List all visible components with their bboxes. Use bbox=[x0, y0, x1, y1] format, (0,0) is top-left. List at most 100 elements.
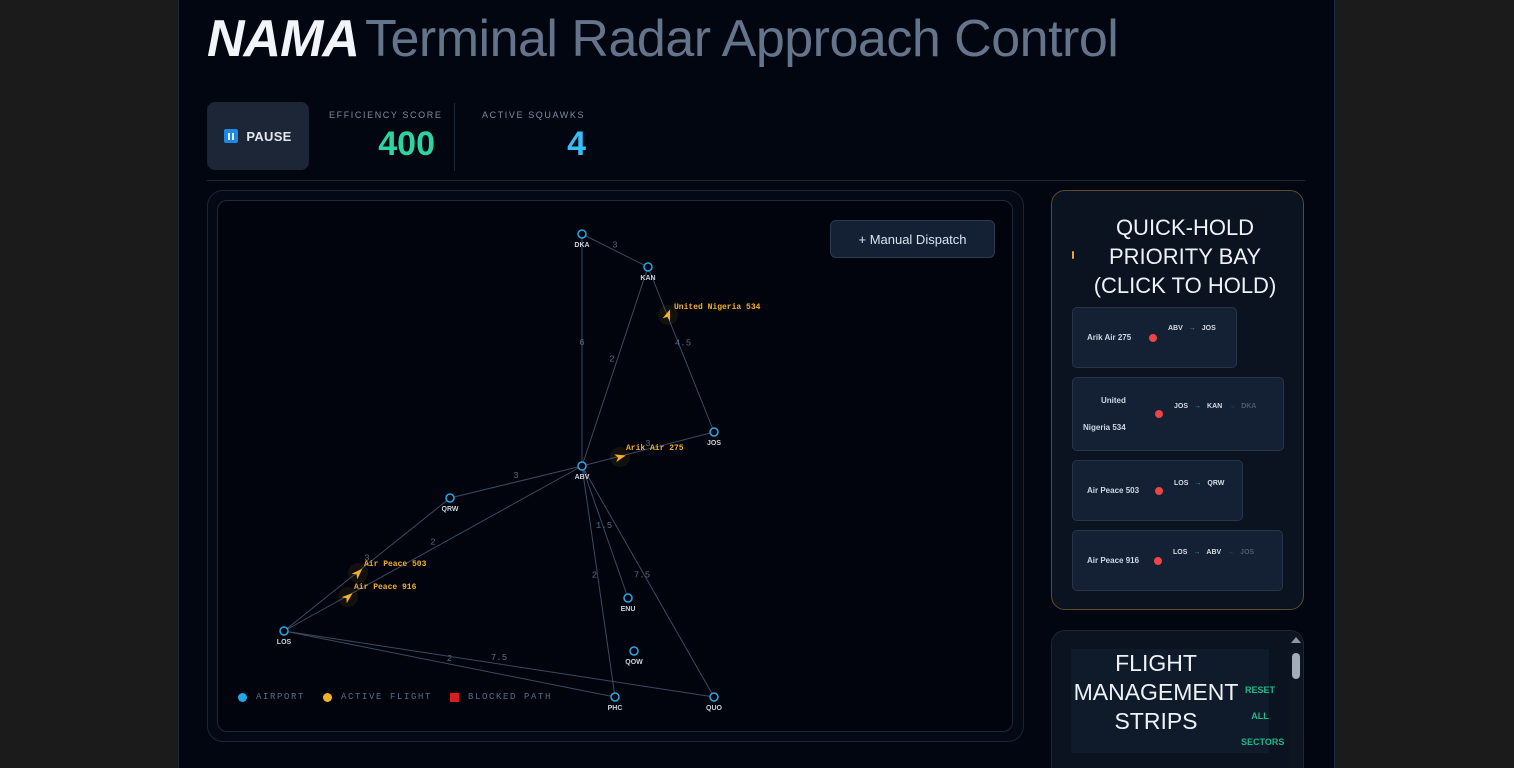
airport-node[interactable] bbox=[629, 646, 639, 656]
route-line bbox=[581, 465, 629, 599]
flight-label: Air Peace 916 bbox=[354, 583, 417, 592]
airport-node[interactable] bbox=[445, 493, 455, 503]
status-dot-icon bbox=[1154, 557, 1162, 565]
route-line bbox=[283, 497, 451, 632]
route-line bbox=[581, 465, 715, 698]
manual-dispatch-button[interactable]: + Manual Dispatch bbox=[830, 220, 995, 258]
legend-blocked: BLOCKED PATH bbox=[450, 692, 552, 702]
route-line bbox=[283, 630, 616, 698]
strip-route: ABV → JOS bbox=[1168, 325, 1216, 332]
status-dot-icon bbox=[1155, 410, 1163, 418]
flight-label: Arik Air 275 bbox=[626, 444, 684, 453]
route-weight-label: 2 bbox=[447, 654, 452, 664]
strip-route: JOS → KAN → DKA bbox=[1174, 403, 1257, 410]
pause-button[interactable]: PAUSE bbox=[207, 102, 309, 170]
legend-flight: ACTIVE FLIGHT bbox=[323, 692, 432, 702]
quick-hold-panel: QUICK-HOLD PRIORITY BAY (CLICK TO HOLD) … bbox=[1051, 190, 1304, 610]
route-arrow-icon: → bbox=[1227, 549, 1235, 556]
airport-label: QRW bbox=[442, 506, 459, 513]
status-dot-icon bbox=[1155, 487, 1163, 495]
aircraft-icon[interactable] bbox=[341, 590, 356, 604]
strip-callsign-line1: United bbox=[1101, 396, 1126, 405]
airport-node[interactable] bbox=[610, 692, 620, 702]
airport-label: QOW bbox=[625, 659, 643, 666]
route-weight-label: 4.5 bbox=[675, 339, 691, 349]
hold-strip-air-peace-503[interactable]: Air Peace 503 LOS → QRW bbox=[1072, 460, 1243, 521]
squawks-label: ACTIVE SQUAWKS bbox=[482, 110, 586, 120]
route-weight-label: 2 bbox=[430, 538, 435, 548]
active-squawks: ACTIVE SQUAWKS 4 bbox=[482, 110, 586, 162]
aircraft-icon[interactable] bbox=[614, 452, 627, 463]
flight-label: Air Peace 503 bbox=[364, 560, 427, 569]
airport-label: LOS bbox=[277, 639, 292, 646]
airport-label: PHC bbox=[608, 705, 623, 712]
route-arrow-icon: → bbox=[1228, 403, 1236, 410]
airport-label: QUO bbox=[706, 705, 723, 712]
route-line bbox=[581, 431, 715, 467]
aircraft-icon[interactable] bbox=[662, 308, 674, 322]
stat-divider bbox=[454, 103, 455, 171]
route-line bbox=[283, 630, 715, 698]
radar-legend: AIRPORT ACTIVE FLIGHT BLOCKED PATH bbox=[238, 692, 552, 702]
flight-management-header: FLIGHT MANAGEMENT STRIPS RESET ALL SECTO… bbox=[1071, 649, 1284, 753]
airport-node[interactable] bbox=[709, 692, 719, 702]
flight-label: United Nigeria 534 bbox=[674, 303, 761, 312]
strip-route: LOS → ABV → JOS bbox=[1173, 549, 1255, 556]
airport-node[interactable] bbox=[623, 593, 633, 603]
header-divider bbox=[207, 180, 1305, 181]
flight-management-title: FLIGHT MANAGEMENT STRIPS bbox=[1073, 650, 1239, 734]
strip-callsign-line2: Nigeria 534 bbox=[1083, 423, 1126, 432]
airport-label: ABV bbox=[575, 474, 590, 481]
route-weight-label: 3 bbox=[645, 439, 650, 449]
brand-name: NAMA bbox=[207, 10, 360, 68]
panel-scrollbar[interactable] bbox=[1289, 631, 1303, 768]
hold-strip-arik-air-275[interactable]: Arik Air 275 ABV → JOS bbox=[1072, 307, 1237, 368]
route-line bbox=[581, 233, 649, 268]
route-line bbox=[581, 465, 616, 698]
route-arrow-icon: → bbox=[1194, 403, 1202, 410]
legend-airport-label: AIRPORT bbox=[256, 692, 306, 702]
hold-strip-air-peace-916[interactable]: Air Peace 916 LOS → ABV → JOS bbox=[1072, 530, 1283, 591]
legend-flight-label: ACTIVE FLIGHT bbox=[341, 692, 433, 702]
hold-strip-united-nigeria-534[interactable]: United Nigeria 534 JOS → KAN → DKA bbox=[1072, 377, 1284, 451]
route-line bbox=[581, 266, 649, 467]
legend-airport: AIRPORT bbox=[238, 692, 305, 702]
airport-node[interactable] bbox=[643, 262, 653, 272]
route-weight-label: 7.5 bbox=[634, 571, 650, 581]
efficiency-score: EFFICIENCY SCORE 400 bbox=[329, 110, 441, 163]
squawks-value: 4 bbox=[567, 125, 586, 163]
route-line bbox=[449, 465, 583, 499]
flight-dot-icon bbox=[323, 692, 333, 702]
airport-node[interactable] bbox=[709, 427, 719, 437]
route-weight-label: 6 bbox=[579, 338, 584, 348]
reset-all-sectors-button[interactable]: RESET ALL SECTORS bbox=[1241, 685, 1285, 747]
quick-hold-title: QUICK-HOLD PRIORITY BAY (CLICK TO HOLD) bbox=[1093, 215, 1277, 298]
route-weight-label: 1.5 bbox=[596, 521, 612, 531]
route-weight-label: 3 bbox=[364, 554, 369, 564]
scroll-thumb[interactable] bbox=[1292, 653, 1300, 679]
status-dot-icon bbox=[1149, 334, 1157, 342]
scroll-up-arrow-icon[interactable] bbox=[1291, 637, 1301, 643]
airport-label: ENU bbox=[621, 606, 636, 613]
efficiency-value: 400 bbox=[378, 125, 435, 163]
airport-dot-icon bbox=[238, 692, 247, 702]
strip-callsign: Air Peace 916 bbox=[1087, 556, 1140, 565]
hold-marker bbox=[1072, 251, 1074, 259]
airport-node[interactable] bbox=[577, 229, 587, 239]
flight-management-panel: FLIGHT MANAGEMENT STRIPS RESET ALL SECTO… bbox=[1051, 630, 1304, 768]
airport-node[interactable] bbox=[279, 626, 289, 636]
strip-callsign: Air Peace 503 bbox=[1087, 486, 1140, 495]
page-subtitle: Terminal Radar Approach Control bbox=[364, 10, 1119, 68]
route-weight-label: 3 bbox=[612, 241, 617, 251]
route-weight-label: 3 bbox=[513, 471, 518, 481]
strip-route: LOS → QRW bbox=[1174, 480, 1225, 487]
route-line bbox=[283, 465, 583, 632]
route-weight-label: 2 bbox=[609, 355, 614, 365]
airport-node[interactable] bbox=[577, 461, 587, 471]
airport-label: KAN bbox=[640, 275, 655, 282]
aircraft-icon[interactable] bbox=[351, 566, 365, 580]
